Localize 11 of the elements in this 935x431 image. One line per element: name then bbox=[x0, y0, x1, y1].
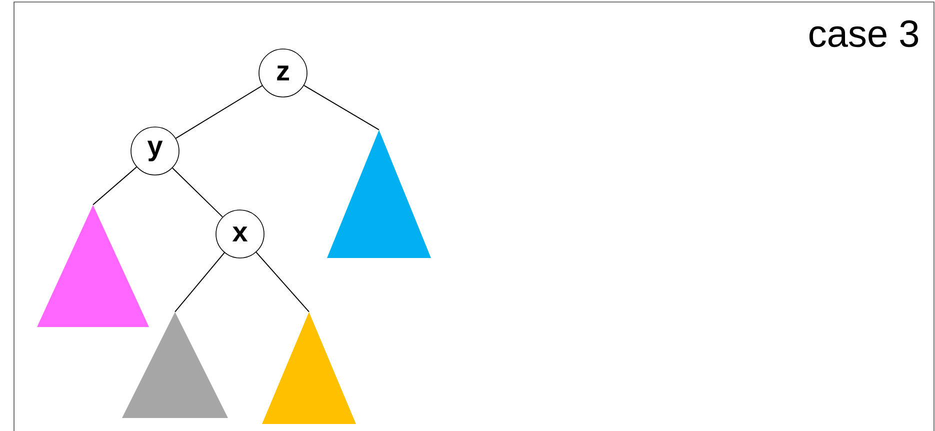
tree-edge bbox=[174, 252, 225, 312]
subtree-triangle bbox=[37, 205, 149, 327]
tree-edge bbox=[172, 168, 224, 218]
subtree-triangle bbox=[327, 130, 431, 258]
case-label: case 3 bbox=[809, 20, 918, 48]
tree-edge bbox=[175, 85, 263, 139]
tree-edge bbox=[256, 252, 310, 312]
tree-edge bbox=[92, 166, 138, 206]
tree-edge bbox=[304, 84, 380, 130]
subtree-triangle bbox=[122, 312, 228, 418]
subtree-triangle bbox=[262, 312, 356, 424]
